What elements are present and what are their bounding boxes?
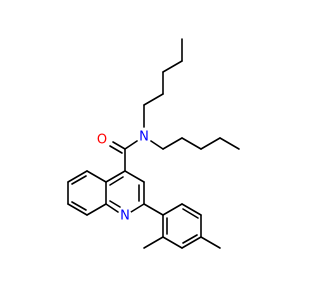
bond	[200, 137, 221, 150]
bond	[130, 203, 145, 213]
bond	[109, 200, 121, 208]
bond	[71, 201, 87, 211]
structure-canvas: O N N	[67, 38, 240, 249]
bond	[182, 234, 198, 244]
bond	[67, 170, 88, 183]
bond	[86, 203, 107, 216]
bond	[86, 170, 107, 183]
bond	[162, 236, 183, 249]
bond	[109, 176, 124, 186]
methyl-bond	[200, 236, 221, 249]
methyl-bond	[143, 236, 164, 249]
bond	[162, 60, 183, 73]
quinoline-benzo-ring	[67, 170, 107, 216]
pentyl-chain-upper	[143, 38, 183, 128]
pentyl-chain-right	[150, 137, 240, 150]
amide-group	[109, 140, 138, 172]
atom-label-ring-nitrogen: N	[118, 209, 132, 224]
bond	[162, 137, 183, 150]
atom-label-amide-nitrogen: N	[137, 130, 151, 145]
bond	[143, 203, 164, 216]
bond	[150, 140, 164, 150]
amide-nitrogen-label: N	[139, 130, 149, 145]
bond	[181, 203, 202, 216]
bond	[105, 203, 119, 213]
bond	[182, 208, 199, 219]
bond	[109, 145, 123, 154]
bond	[219, 137, 240, 150]
bond	[181, 137, 202, 150]
bond	[181, 236, 202, 249]
ring-nitrogen-label: N	[120, 209, 130, 224]
bond	[71, 175, 87, 185]
bond	[124, 140, 138, 150]
bond	[162, 203, 183, 216]
molecule-structure: O N N	[67, 38, 240, 249]
bond	[105, 170, 126, 183]
bond	[143, 93, 164, 106]
atom-label-oxygen: O	[95, 133, 109, 148]
oxygen-label: O	[97, 133, 107, 148]
bond	[67, 203, 88, 216]
dimethylphenyl-ring	[143, 203, 221, 249]
bond	[112, 141, 126, 150]
quinoline-pyridine-ring	[105, 170, 145, 213]
bond	[124, 170, 145, 183]
